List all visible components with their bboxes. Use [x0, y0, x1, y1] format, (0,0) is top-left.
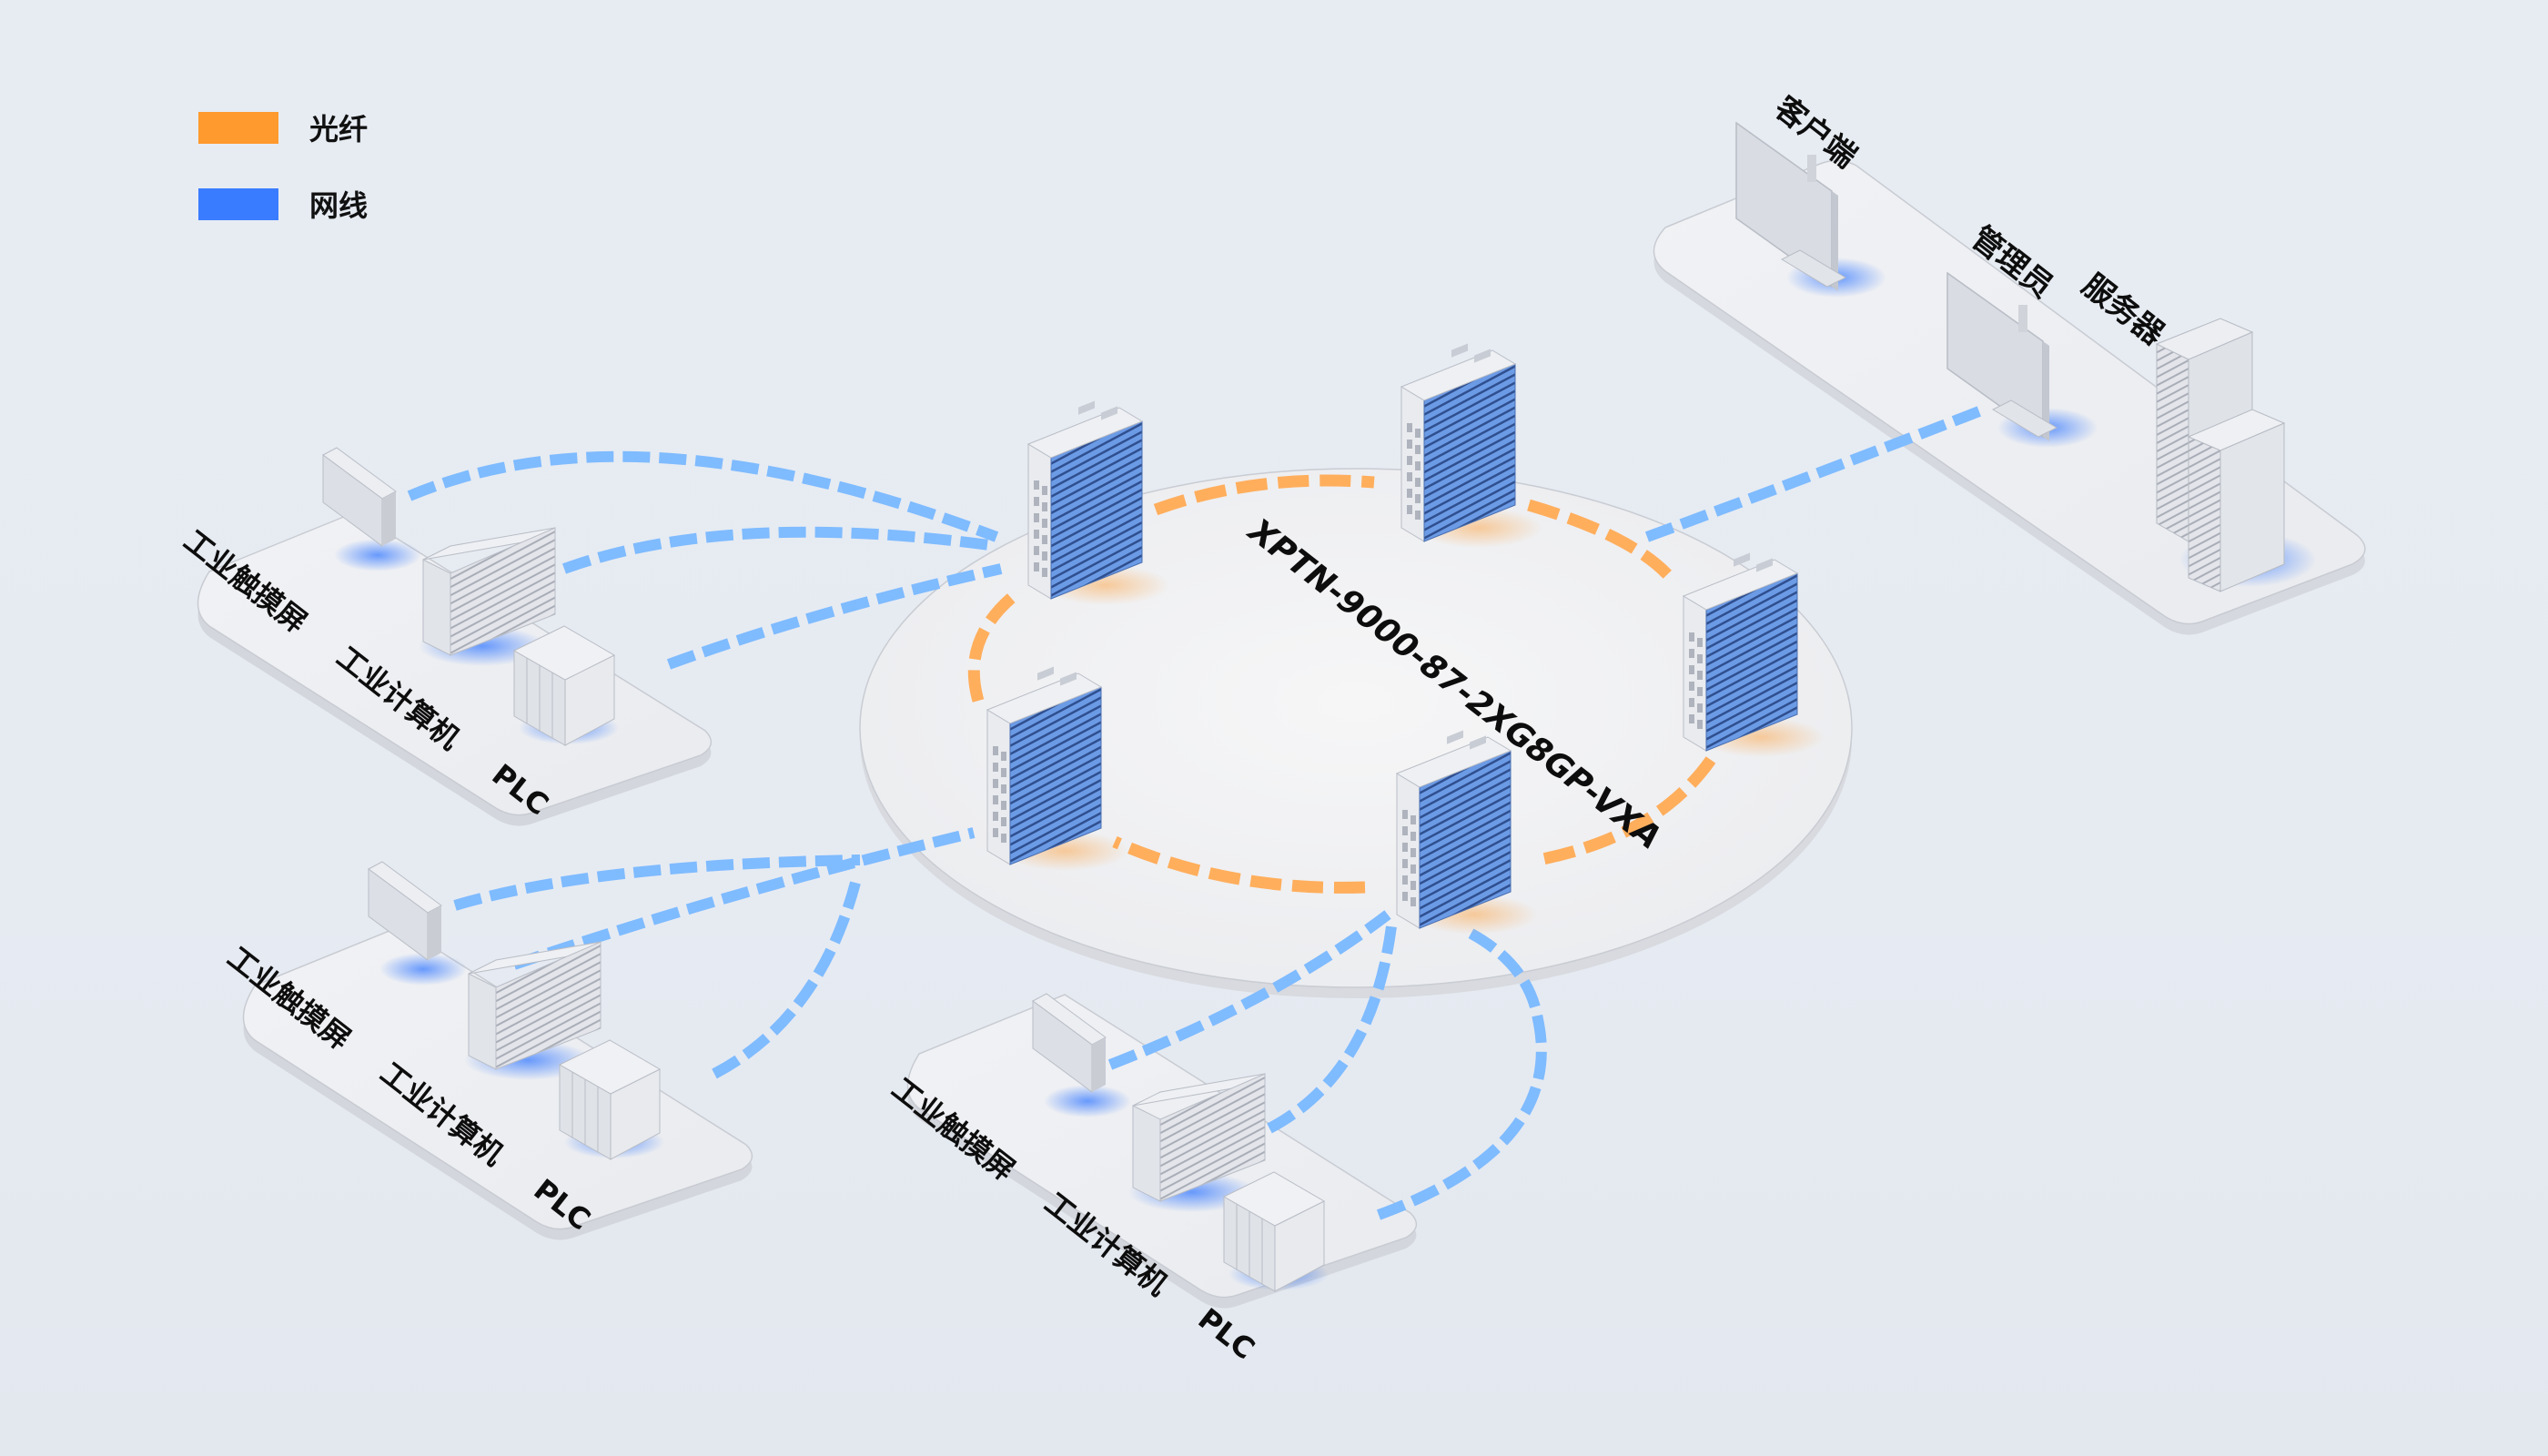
ethernet-link: [1267, 918, 1398, 1134]
touchscreen-device[interactable]: [1032, 993, 1131, 1117]
legend-label-fiber: 光纤: [309, 112, 369, 147]
ethernet-link: [407, 450, 999, 542]
admin-monitor[interactable]: [1946, 271, 2098, 448]
ethernet-link: [1376, 927, 1547, 1220]
plc-device[interactable]: [558, 1039, 664, 1160]
ethernet-link: [512, 827, 976, 970]
fiber-swatch: [198, 111, 278, 144]
ethernet-link: [561, 526, 997, 574]
legend-label-ethernet: 网线: [309, 188, 369, 223]
ethernet-link: [666, 563, 1003, 670]
field-site-platform-1: [197, 511, 713, 826]
fiber-link: [1153, 474, 1375, 516]
plc-device[interactable]: [1222, 1171, 1329, 1292]
ethernet-swatch: [198, 187, 278, 220]
fiber-link: [1527, 499, 1680, 587]
client-monitor[interactable]: [1735, 121, 1886, 298]
field-site-2-devices: [368, 861, 664, 1160]
ethernet-link: [1107, 910, 1391, 1070]
fiber-ring-links: [967, 474, 1716, 894]
industrial-switch[interactable]: [1395, 730, 1538, 935]
field-site-1-devices: [322, 447, 619, 746]
ethernet-link: [1644, 404, 1987, 542]
legend: 光纤 网线: [198, 109, 368, 262]
legend-item-fiber: 光纤: [198, 109, 369, 147]
industrial-switch[interactable]: [1026, 400, 1169, 605]
ethernet-link: [712, 881, 861, 1079]
fiber-link: [1112, 836, 1366, 894]
ethernet-link: [453, 854, 861, 911]
industrial-switch[interactable]: [1682, 552, 1825, 757]
control-center-devices: [1735, 121, 2316, 592]
industrial-pc-device[interactable]: [464, 941, 602, 1080]
legend-item-ethernet: 网线: [198, 186, 369, 223]
field-site-3-devices: [1032, 993, 1329, 1292]
fiber-link: [1536, 756, 1716, 866]
field-devices: [322, 447, 1329, 1292]
ethernet-links: [407, 404, 1987, 1220]
touchscreen-device[interactable]: [322, 447, 421, 571]
fiber-link: [967, 586, 1024, 703]
industrial-pc-device[interactable]: [419, 527, 556, 666]
ring-switches: [986, 343, 1825, 935]
field-site-platform-2: [242, 925, 753, 1240]
touchscreen-device[interactable]: [368, 861, 467, 986]
server-racks[interactable]: [2155, 318, 2316, 592]
plc-device[interactable]: [512, 625, 619, 746]
industrial-switch[interactable]: [1400, 343, 1542, 548]
industrial-switch[interactable]: [986, 666, 1128, 871]
